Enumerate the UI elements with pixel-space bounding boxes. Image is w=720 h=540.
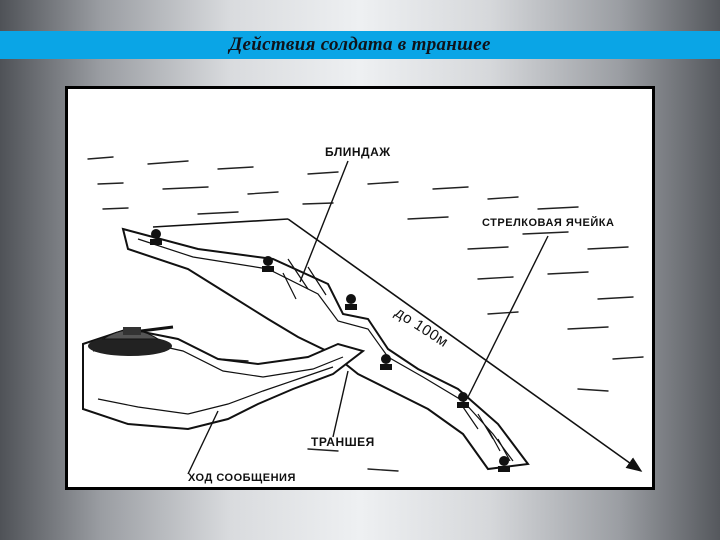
title-bar: Действия солдата в траншее — [0, 31, 720, 59]
trench-label: ТРАНШЕЯ — [311, 435, 375, 449]
slide-title: Действия солдата в траншее — [229, 34, 491, 55]
dugout-label: БЛИНДАЖ — [325, 145, 391, 159]
leader-lines — [187, 160, 549, 475]
trench-drawing — [82, 156, 644, 475]
rifle-cell-label: СТРЕЛКОВАЯ ЯЧЕЙКА — [482, 217, 615, 229]
soldier-icon — [150, 229, 510, 472]
tank-icon — [88, 325, 174, 356]
communication-passage-label: ХОД СООБЩЕНИЯ — [188, 472, 296, 484]
trench-illustration: БЛИНДАЖ СТРЕЛКОВАЯ ЯЧЕЙКА до 100м ТРАНШЕ… — [68, 89, 652, 487]
distance-arrow — [152, 218, 643, 472]
figure-frame: БЛИНДАЖ СТРЕЛКОВАЯ ЯЧЕЙКА до 100м ТРАНШЕ… — [65, 86, 655, 490]
